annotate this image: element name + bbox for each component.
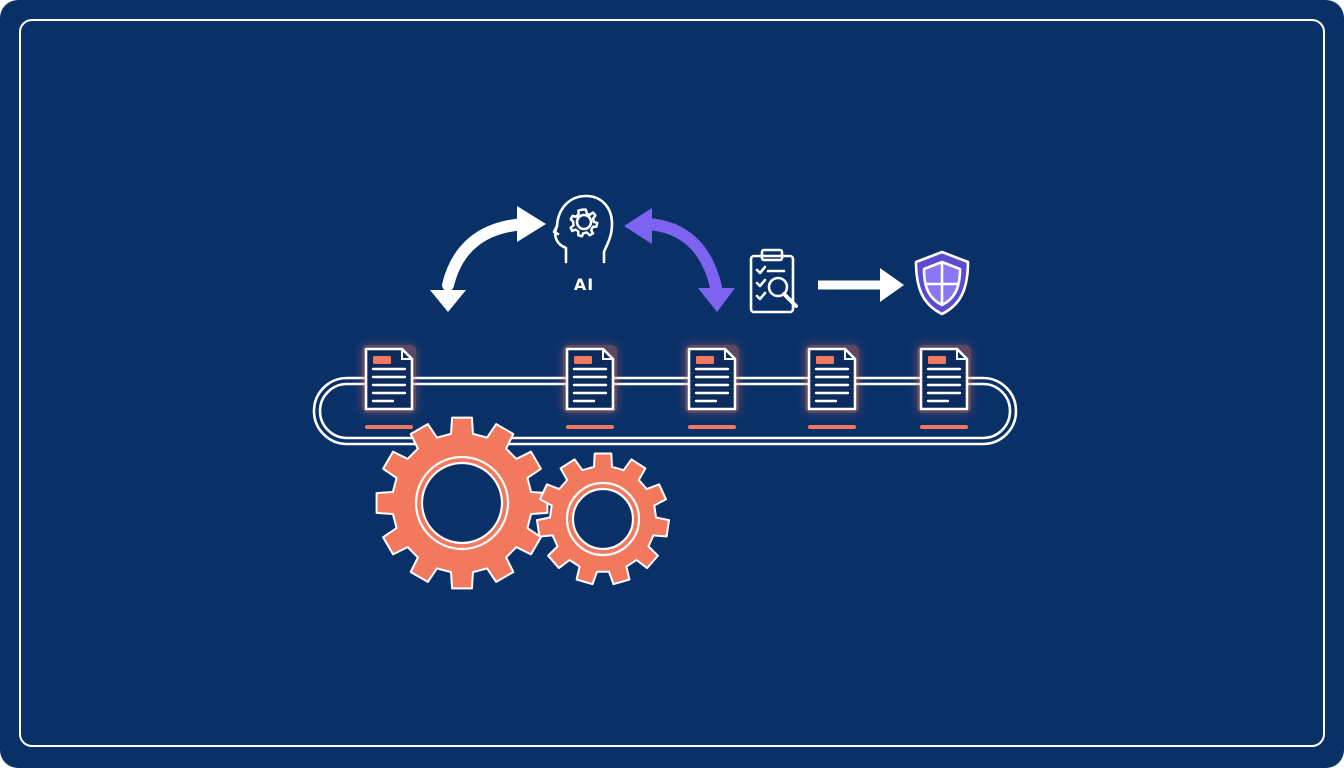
ai-label: AI bbox=[574, 275, 594, 294]
gear-icon bbox=[536, 452, 670, 586]
documents bbox=[362, 345, 971, 429]
gear-icon bbox=[375, 416, 549, 590]
shield-icon bbox=[914, 250, 970, 316]
document-icon bbox=[805, 345, 859, 413]
document-icon bbox=[917, 345, 971, 413]
clipboard-magnifier-icon bbox=[749, 248, 798, 314]
ai-head-gear-icon bbox=[552, 194, 614, 264]
document-icon bbox=[362, 345, 416, 413]
document-icon bbox=[563, 345, 617, 413]
conveyor-belt bbox=[312, 376, 1018, 446]
curved-arrow-white bbox=[430, 206, 546, 312]
gears bbox=[375, 416, 670, 590]
arrow-right bbox=[818, 268, 904, 302]
document-icon bbox=[685, 345, 739, 413]
inner-frame bbox=[19, 19, 1325, 747]
curved-arrow-purple bbox=[624, 208, 735, 312]
